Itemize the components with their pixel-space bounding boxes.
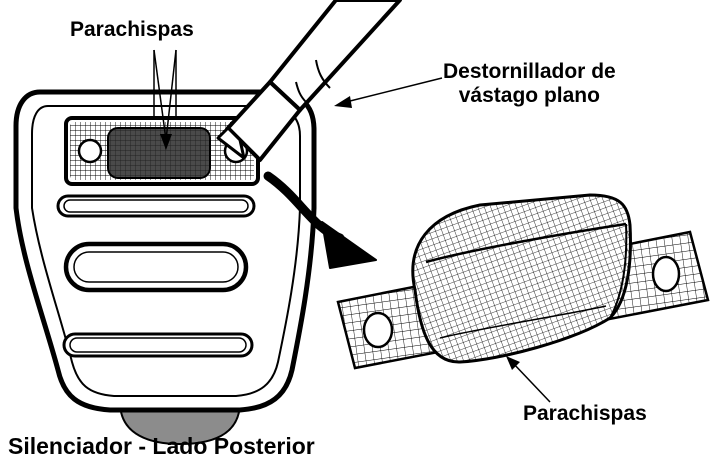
label-screwdriver-line2: vástago plano: [458, 84, 600, 107]
screwdriver: [216, 0, 402, 162]
caption: Silenciador - Lado Posterior: [8, 433, 315, 459]
installed-spark-screen: [64, 116, 260, 186]
removal-arrow: [263, 171, 377, 269]
muffler-slots: [56, 194, 256, 358]
label-spark-screen-top: Parachispas: [70, 18, 194, 41]
removed-spark-screen: [336, 193, 710, 370]
label-screwdriver-line1: Destornillador de: [443, 60, 616, 83]
label-spark-screen-bottom: Parachispas: [523, 402, 647, 425]
leader-lines: [153, 49, 551, 403]
label-screwdriver: Destornillador de vástago plano: [443, 60, 616, 108]
